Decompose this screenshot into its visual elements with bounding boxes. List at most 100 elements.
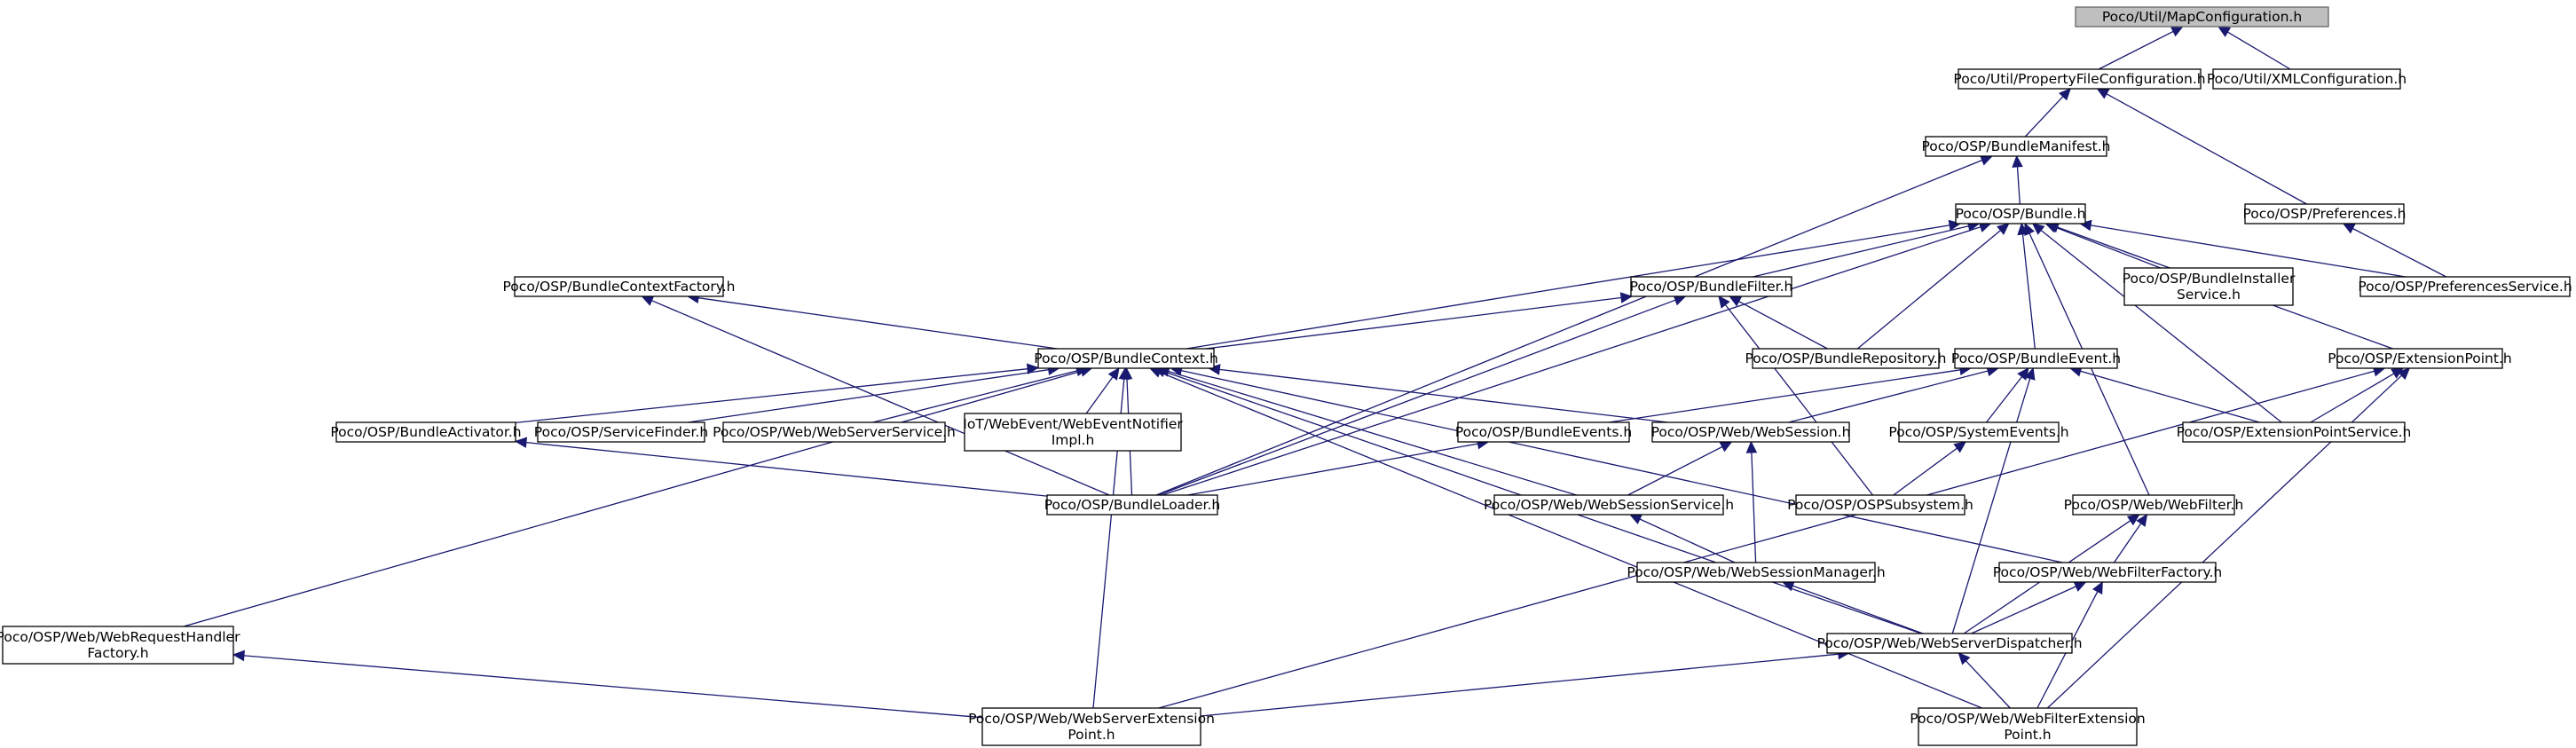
node-prefs[interactable]: Poco/OSP/Preferences.h: [2242, 203, 2407, 224]
node-box[interactable]: [1954, 348, 2118, 369]
node-box[interactable]: [1651, 421, 1850, 443]
node-websession[interactable]: Poco/OSP/Web/WebSession.h: [1651, 421, 1851, 443]
node-label: Point.h: [1067, 727, 1115, 743]
node-bloader[interactable]: Poco/OSP/BundleLoader.h: [1044, 494, 1221, 516]
node-label: Poco/OSP/BundleEvents.h: [1455, 424, 1632, 440]
edge-arrowhead: [1729, 295, 1743, 307]
node-box[interactable]: [981, 707, 1201, 746]
edge-line: [1085, 376, 1114, 414]
node-label: Poco/OSP/ExtensionPoint.h: [2328, 350, 2511, 366]
node-box[interactable]: [1795, 494, 1965, 516]
node-box[interactable]: [2336, 348, 2503, 369]
node-sysevents[interactable]: Poco/OSP/SystemEvents.h: [1888, 421, 2069, 443]
edge-arrowhead: [2058, 88, 2072, 101]
edge-line: [2227, 31, 2291, 70]
edge-line: [2090, 224, 2406, 278]
node-extptsvc[interactable]: Poco/OSP/ExtensionPointService.h: [2177, 421, 2412, 443]
node-wsesmgr[interactable]: Poco/OSP/Web/WebSessionManager.h: [1627, 562, 1886, 583]
node-label: Poco/OSP/BundleInstaller: [2123, 271, 2296, 287]
node-activator[interactable]: Poco/OSP/BundleActivator.h: [330, 421, 522, 443]
edge-arrowhead: [1997, 223, 2010, 235]
node-box[interactable]: [2212, 68, 2401, 90]
node-bfilter[interactable]: Poco/OSP/BundleFilter.h: [1630, 276, 1793, 297]
edge-line: [1205, 296, 1622, 350]
node-wffactory[interactable]: Poco/OSP/Web/WebFilterFactory.h: [1993, 562, 2222, 583]
edge-line: [1856, 230, 2001, 350]
edge-line: [2055, 226, 2161, 269]
node-box[interactable]: [1918, 707, 2138, 746]
node-box[interactable]: [1998, 562, 2217, 583]
node-box[interactable]: [2072, 494, 2235, 516]
node-box[interactable]: [537, 421, 705, 443]
node-manifest[interactable]: Poco/OSP/BundleManifest.h: [1922, 136, 2111, 157]
node-box[interactable]: [1826, 633, 2073, 654]
edge-arrowhead: [1958, 652, 1971, 665]
node-label: Poco/OSP/Web/WebSession.h: [1651, 424, 1851, 440]
node-box[interactable]: [2182, 421, 2406, 443]
edge-line: [1738, 301, 1828, 350]
edge-extptsvc-to-bundle: [2031, 223, 2282, 423]
edge-wsdisp-to-bevent: [1951, 366, 2036, 634]
node-xmlcfg[interactable]: Poco/Util/XMLConfiguration.h: [2207, 68, 2407, 90]
edge-line: [2016, 166, 2021, 205]
node-box[interactable]: [964, 413, 1182, 452]
node-box[interactable]: [2123, 267, 2294, 306]
node-box[interactable]: [1493, 494, 1724, 516]
node-box[interactable]: [2075, 6, 2329, 28]
node-extpoint[interactable]: Poco/OSP/ExtensionPoint.h: [2328, 348, 2512, 369]
node-box[interactable]: [1752, 348, 1940, 369]
edge-brepo-to-bundle: [1856, 223, 2010, 350]
node-box[interactable]: [1630, 276, 1792, 297]
node-box[interactable]: [514, 276, 724, 297]
node-propfile[interactable]: Poco/Util/PropertyFileConfiguration.h: [1953, 68, 2206, 90]
edge-bundle-to-manifest: [2012, 154, 2023, 205]
node-svcfinder[interactable]: Poco/OSP/ServiceFinder.h: [534, 421, 708, 443]
node-websvrsvc[interactable]: Poco/OSP/Web/WebServerService.h: [713, 421, 956, 443]
node-bevent[interactable]: Poco/OSP/BundleEvent.h: [1951, 348, 2121, 369]
edge-line: [1155, 159, 1983, 496]
node-box[interactable]: [1958, 68, 2202, 90]
node-wsdisp[interactable]: Poco/OSP/Web/WebServerDispatcher.h: [1816, 633, 2083, 654]
edge-bevent-to-bundle: [2017, 222, 2036, 350]
edge-osps-to-bfilter: [1718, 295, 1874, 496]
node-label: Poco/OSP/ServiceFinder.h: [534, 424, 708, 440]
node-box[interactable]: [1046, 494, 1218, 516]
node-box[interactable]: [1925, 136, 2107, 157]
node-webfilter[interactable]: Poco/OSP/Web/WebFilter.h: [2064, 494, 2244, 516]
node-osps[interactable]: Poco/OSP/OSPSubsystem.h: [1787, 494, 1973, 516]
edge-extptsvc-to-bevent: [2068, 366, 2260, 423]
node-box[interactable]: [1898, 421, 2060, 443]
node-box[interactable]: [2, 626, 234, 665]
edge-wffactory-to-bcontext: [1170, 365, 2063, 563]
node-label: Poco/OSP/BundleLoader.h: [1044, 497, 1221, 513]
node-prefsvc[interactable]: Poco/OSP/PreferencesService.h: [2358, 276, 2572, 297]
node-ctxfactory[interactable]: Poco/OSP/BundleContextFactory.h: [503, 276, 736, 297]
node-box[interactable]: [1457, 421, 1630, 443]
node-box[interactable]: [335, 421, 516, 443]
node-label: Poco/OSP/Web/WebRequestHandler: [0, 629, 240, 645]
edge-arrowhead: [1026, 363, 1040, 374]
edge-arrowhead: [1953, 441, 1967, 453]
node-bundle[interactable]: Poco/OSP/Bundle.h: [1955, 203, 2086, 224]
edge-line: [1200, 653, 1839, 717]
node-mapcfg[interactable]: Poco/Util/MapConfiguration.h: [2075, 6, 2329, 28]
node-bevents[interactable]: Poco/OSP/BundleEvents.h: [1455, 421, 1632, 443]
node-box[interactable]: [2359, 276, 2571, 297]
edge-bfilter-to-bundle: [1753, 220, 1981, 278]
node-box[interactable]: [2244, 203, 2405, 224]
node-box[interactable]: [722, 421, 946, 443]
node-brepo[interactable]: Poco/OSP/BundleRepository.h: [1745, 348, 1947, 369]
node-wsessvc[interactable]: Poco/OSP/Web/WebSessionService.h: [1484, 494, 1734, 516]
edge-websession-to-bevent: [1788, 366, 2000, 423]
node-box[interactable]: [1636, 562, 1876, 583]
node-box[interactable]: [1037, 348, 1215, 369]
node-label: Impl.h: [1052, 432, 1095, 448]
node-box[interactable]: [1955, 203, 2086, 224]
node-bcontext[interactable]: Poco/OSP/BundleContext.h: [1034, 348, 1218, 369]
node-label: Poco/OSP/Web/WebSessionService.h: [1484, 497, 1734, 513]
